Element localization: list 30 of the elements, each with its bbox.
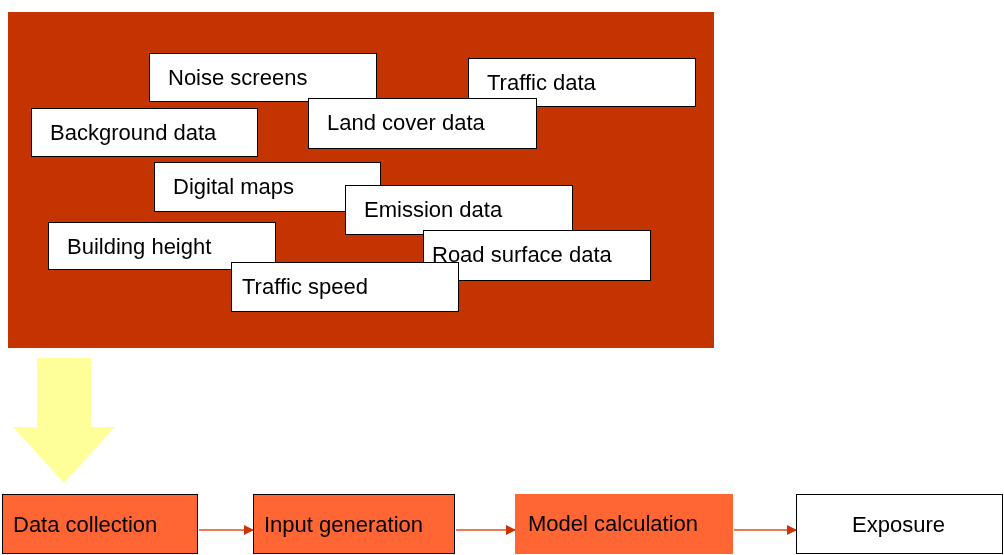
arrow	[733, 525, 797, 535]
box-label: Road surface data	[432, 242, 612, 267]
data-box	[48, 222, 276, 270]
box-label: Noise screens	[168, 65, 308, 90]
box-label: Data collection	[13, 512, 158, 537]
box-label: Digital maps	[173, 174, 295, 199]
data-box	[149, 53, 377, 102]
data-box	[231, 262, 459, 312]
box-label: Land cover data	[327, 110, 485, 135]
box-label: Traffic data	[487, 70, 596, 95]
data-box	[468, 58, 696, 107]
data-box	[31, 108, 258, 157]
process-box	[2, 494, 198, 554]
data-box	[345, 185, 573, 235]
box-label: Exposure	[852, 512, 945, 537]
box-label: Traffic speed	[242, 274, 368, 299]
arrow	[455, 525, 516, 535]
box-label: Model calculation	[528, 511, 698, 536]
data-panel	[8, 12, 714, 348]
box-label: Input generation	[264, 512, 424, 537]
data-box	[308, 98, 537, 149]
arrow	[198, 525, 254, 535]
block-arrow	[13, 358, 115, 483]
process-box	[515, 494, 733, 554]
box-label: Emission data	[364, 197, 503, 222]
box-label: Building height	[67, 234, 212, 259]
box-label: Background data	[50, 120, 217, 145]
process-box	[253, 494, 455, 554]
process-box	[796, 494, 1003, 554]
data-box	[423, 230, 651, 281]
